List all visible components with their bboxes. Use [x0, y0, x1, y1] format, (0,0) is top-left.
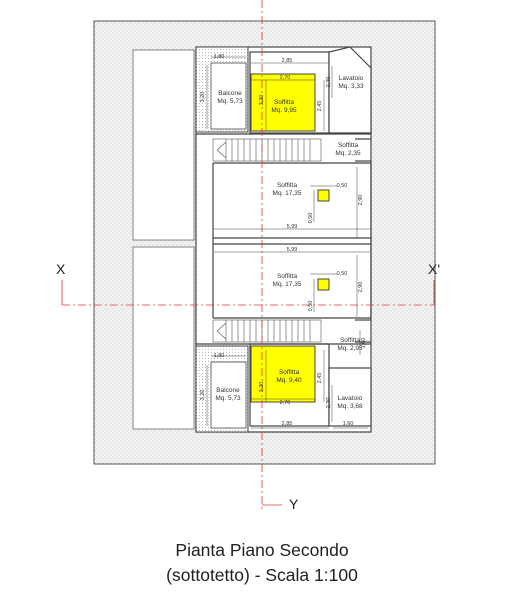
roof-bays	[132, 49, 195, 430]
dimension-text: 1,60	[361, 338, 367, 349]
dimension-text: 2,70	[280, 75, 291, 81]
dimension-text: 3,30	[259, 95, 265, 106]
dimension-text: 2,45	[317, 101, 323, 112]
lavatoio-bottom	[328, 367, 372, 427]
dimension-text: 2,45	[317, 373, 323, 384]
room-name: Soffitta	[279, 369, 300, 376]
dimension-text: 2,85	[282, 58, 293, 64]
internal-walls	[196, 133, 372, 345]
dimension-text: 2,90	[358, 282, 364, 293]
room-name: Soffitta	[340, 337, 361, 344]
dimension-text: 2,30	[326, 77, 332, 88]
dimension-text: 2,85	[282, 421, 293, 427]
dimension-text: 1,80	[214, 54, 225, 60]
dimension-text: 2,30	[326, 398, 332, 409]
plan-caption: Pianta Piano Secondo (sottotetto) - Scal…	[0, 538, 524, 588]
dimension-text: 0,50	[337, 271, 348, 277]
room-name: Soffitta	[277, 182, 298, 189]
room-name: Lavatoio	[338, 395, 363, 402]
section-label-x-prime: X'	[428, 261, 440, 277]
room-area: Mq. 3,68	[337, 403, 363, 410]
dimension-text: 2,90	[358, 195, 364, 206]
dimension-text: 5,99	[287, 247, 298, 253]
stair-top	[212, 138, 322, 162]
room-name: Soffitta	[274, 99, 295, 106]
room-name: Soffitta	[277, 273, 298, 280]
dimension-text: 0,50	[308, 301, 314, 312]
caption-line-1: Pianta Piano Secondo	[175, 540, 349, 560]
dimension-text: 2,70	[280, 400, 291, 406]
room-area: Mq. 2,95	[337, 345, 363, 352]
dimension-text: 5,99	[287, 224, 298, 230]
dimension-text: 3,30	[259, 382, 265, 393]
lavatoio-top	[328, 46, 372, 134]
chimney-square-1	[317, 189, 330, 202]
room-name: Lavatoio	[339, 75, 364, 82]
room-area: Mq. 9,95	[271, 107, 297, 114]
dimension-text: 0,50	[337, 183, 348, 189]
dimension-text: 3,20	[200, 390, 206, 401]
room-area: Mq. 17,35	[273, 190, 302, 197]
dimension-text: 1,60	[343, 421, 354, 427]
section-label-y: Y	[289, 496, 299, 512]
caption-line-2: (sottotetto) - Scala 1:100	[166, 565, 358, 585]
room-name: Balcone	[218, 90, 242, 97]
room-area: Mq. 2,35	[335, 150, 361, 157]
room-name: Balcone	[216, 387, 240, 394]
room-name: Soffitta	[338, 142, 359, 149]
room-area: Mq. 17,35	[273, 281, 302, 288]
section-label-x: X	[56, 261, 66, 277]
stair-bottom	[212, 319, 322, 343]
section-lines	[61, 0, 435, 510]
room-area: Mq. 3,33	[338, 83, 364, 90]
dimension-text: 3,20	[200, 92, 206, 103]
chimney-square-2	[317, 278, 330, 291]
dimension-text: 0,50	[308, 213, 314, 224]
room-area: Mq. 9,40	[276, 377, 302, 384]
room-area: Mq. 5,73	[217, 98, 243, 105]
room-area: Mq. 5,73	[215, 395, 241, 402]
dimension-text: 1,80	[214, 353, 225, 359]
